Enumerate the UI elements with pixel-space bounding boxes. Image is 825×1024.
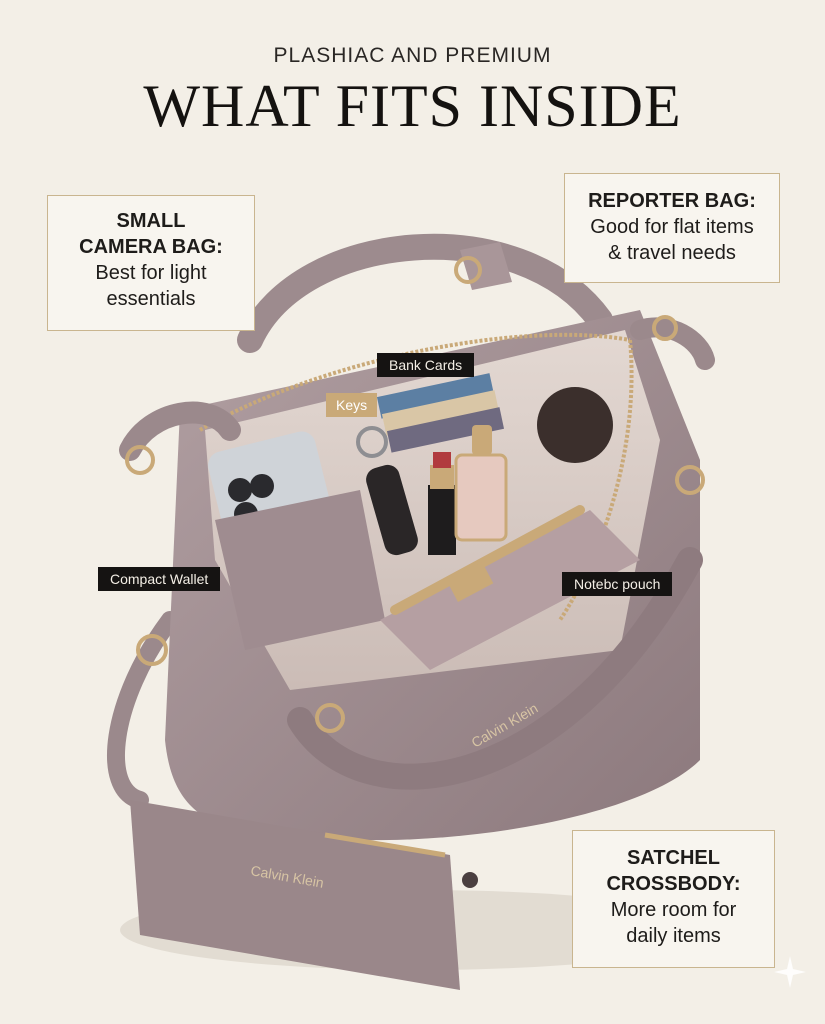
callout-reporter-body-1: Good for flat items (590, 216, 754, 238)
page-subtitle: PLASHIAC AND PREMIUM (273, 44, 552, 67)
page-title: WHAT FITS INSIDE (143, 73, 682, 139)
bank-cards (376, 373, 505, 453)
callout-satchel-head-2: CROSSBODY: (606, 873, 741, 895)
crossbody-strap (107, 611, 179, 809)
zipper-track (198, 332, 631, 432)
perfume-bottle (454, 425, 508, 542)
callout-reporter-head: REPORTER BAG: (588, 190, 756, 212)
tag-keys: Keys (326, 393, 378, 417)
left-side-handle (119, 401, 241, 461)
right-side-handle (630, 317, 715, 370)
sunglasses (537, 387, 613, 463)
back-handle (237, 233, 613, 353)
back-handle-tab-left (460, 242, 512, 290)
callout-satchel-body-1: More room for (610, 899, 737, 921)
detached-wallet: Calvin Klein (130, 800, 478, 990)
callout-satchel-crossbody: SATCHEL CROSSBODY: More room for daily i… (572, 830, 775, 968)
callout-reporter-bag: REPORTER BAG: Good for flat items & trav… (564, 173, 780, 283)
tag-compact-wallet: Compact Wallet (98, 567, 221, 591)
compact-wallet (215, 490, 385, 650)
strap-ring (136, 634, 168, 666)
callout-reporter-body-2: & travel needs (608, 242, 736, 264)
callout-small-head-1: SMALL (116, 210, 186, 232)
tag-notebook-pouch: Notebc pouch (562, 572, 673, 596)
tag-bank-cards: Bank Cards (377, 353, 475, 377)
callout-satchel-head-1: SATCHEL (627, 847, 720, 869)
callout-small-body-1: Best for light (95, 262, 207, 284)
callout-small-head-2: CAMERA BAG: (79, 236, 223, 258)
front-handle (287, 547, 703, 790)
car-key (356, 426, 418, 556)
sparkle-icon (774, 956, 806, 988)
callout-small-camera-bag: SMALL CAMERA BAG: Best for light essenti… (47, 195, 255, 331)
callout-small-body-2: essentials (106, 288, 196, 310)
callout-satchel-body-2: daily items (626, 925, 721, 947)
lipstick (428, 452, 456, 555)
notebook-pouch (380, 505, 640, 670)
